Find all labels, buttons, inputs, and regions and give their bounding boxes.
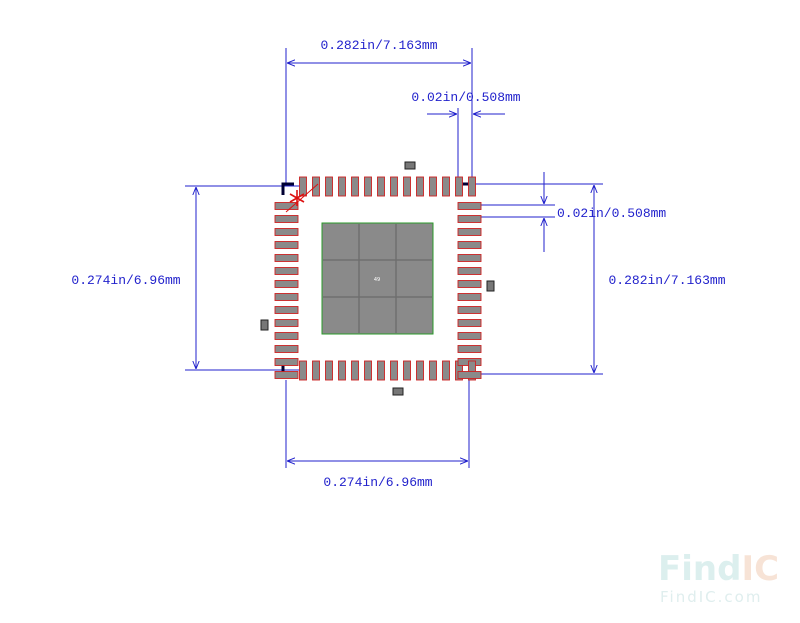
dimension-lines bbox=[185, 48, 603, 468]
pad-right bbox=[457, 332, 482, 340]
pad-bottom bbox=[416, 360, 424, 381]
fiducial-marks bbox=[260, 161, 495, 396]
pad-left bbox=[274, 371, 299, 379]
dim-right-height-label: 0.282in/7.163mm bbox=[608, 273, 725, 288]
pad-bottom bbox=[377, 360, 385, 381]
pad-top bbox=[351, 176, 359, 197]
pad-top bbox=[377, 176, 385, 197]
pad-right bbox=[457, 241, 482, 249]
pad-left bbox=[274, 319, 299, 327]
fiducial-right bbox=[486, 280, 495, 292]
dim-pitch-top-label: 0.02in/0.508mm bbox=[411, 90, 520, 105]
pad-bottom bbox=[364, 360, 372, 381]
pad-left bbox=[274, 241, 299, 249]
exposed-pad: 49 bbox=[321, 222, 434, 335]
dim-bottom-width-label: 0.274in/6.96mm bbox=[323, 475, 432, 490]
pad-top bbox=[299, 176, 307, 197]
pad-left bbox=[274, 280, 299, 288]
pad-bottom bbox=[429, 360, 437, 381]
watermark-brand-b: IC bbox=[741, 549, 779, 589]
svg-text:FindIC: FindIC bbox=[658, 549, 779, 589]
pad-bottom bbox=[468, 360, 476, 381]
pad-top bbox=[416, 176, 424, 197]
pad-top bbox=[429, 176, 437, 197]
pad-right bbox=[457, 280, 482, 288]
pad-left bbox=[274, 358, 299, 366]
pad-group bbox=[274, 176, 482, 381]
pad-right bbox=[457, 267, 482, 275]
pad-left bbox=[274, 215, 299, 223]
pad-left bbox=[274, 267, 299, 275]
fiducial-top bbox=[404, 161, 416, 170]
findic-watermark: FindIC FindIC.com bbox=[658, 549, 779, 606]
pad-left bbox=[274, 228, 299, 236]
pad-bottom bbox=[403, 360, 411, 381]
pad-left bbox=[274, 202, 299, 210]
pad-right bbox=[457, 254, 482, 262]
pad-left bbox=[274, 293, 299, 301]
pad-bottom bbox=[325, 360, 333, 381]
pad-right bbox=[457, 202, 482, 210]
pad-bottom bbox=[442, 360, 450, 381]
pad-bottom bbox=[312, 360, 320, 381]
fiducial-bottom bbox=[392, 387, 404, 396]
pad-top bbox=[390, 176, 398, 197]
fiducial-left bbox=[260, 319, 269, 331]
watermark-url: FindIC.com bbox=[660, 588, 762, 606]
pad-left bbox=[274, 332, 299, 340]
pad-right bbox=[457, 228, 482, 236]
pad-bottom bbox=[351, 360, 359, 381]
pad-top bbox=[364, 176, 372, 197]
pad-top bbox=[338, 176, 346, 197]
pad-top bbox=[403, 176, 411, 197]
pad-right bbox=[457, 345, 482, 353]
pad-top bbox=[312, 176, 320, 197]
pad-top bbox=[325, 176, 333, 197]
watermark-brand-a: Find bbox=[658, 549, 741, 589]
dim-left-height-label: 0.274in/6.96mm bbox=[71, 273, 180, 288]
pad-top bbox=[468, 176, 476, 197]
pad-bottom bbox=[299, 360, 307, 381]
pad-left bbox=[274, 345, 299, 353]
dim-pitch-right-label: 0.02in/0.508mm bbox=[557, 206, 666, 221]
pin1-marker bbox=[285, 183, 319, 213]
pad-left bbox=[274, 254, 299, 262]
pad-left bbox=[274, 306, 299, 314]
pad-right bbox=[457, 215, 482, 223]
pad-bottom bbox=[390, 360, 398, 381]
pad-right bbox=[457, 293, 482, 301]
dim-top-width-label: 0.282in/7.163mm bbox=[320, 38, 437, 53]
pad-right bbox=[457, 306, 482, 314]
pad-right bbox=[457, 319, 482, 327]
pad-right bbox=[457, 371, 482, 379]
pad-top bbox=[455, 176, 463, 197]
center-pad-label: 49 bbox=[374, 277, 380, 283]
pin1-asterisk-icon bbox=[289, 190, 305, 206]
pad-bottom bbox=[338, 360, 346, 381]
pad-top bbox=[442, 176, 450, 197]
